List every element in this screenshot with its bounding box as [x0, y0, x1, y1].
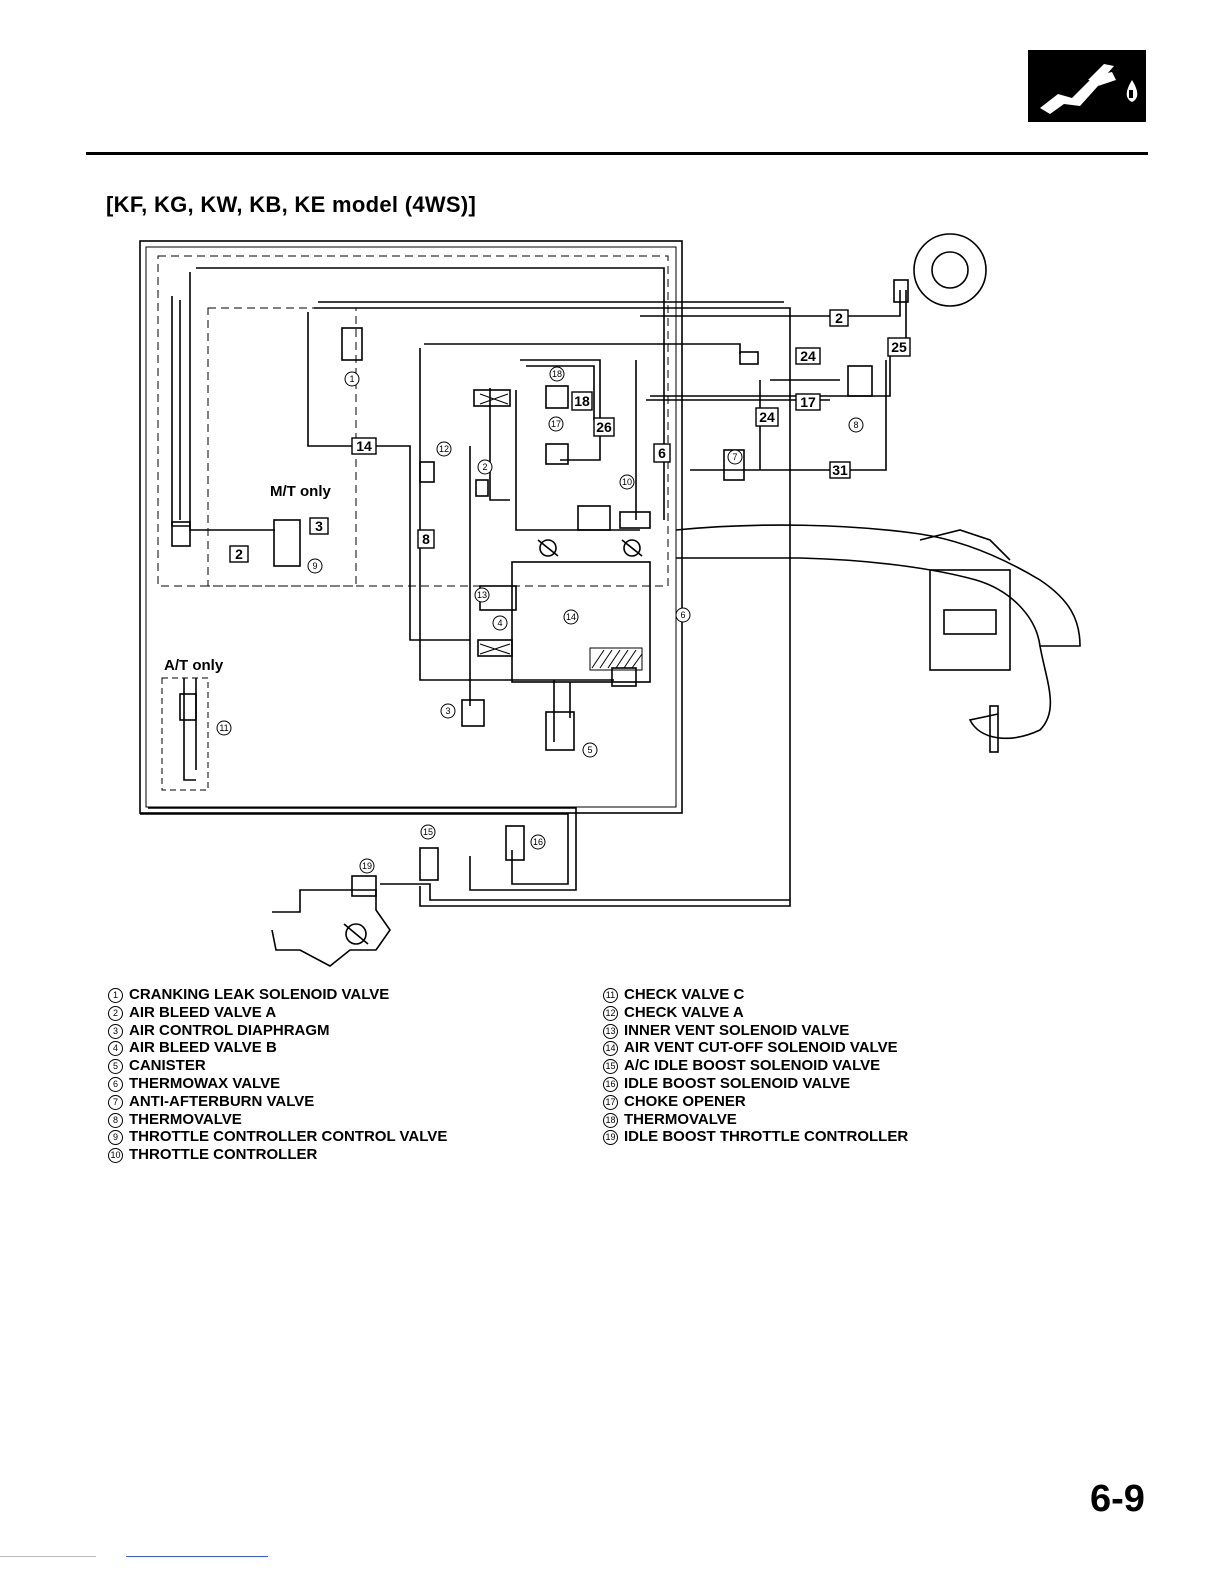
- hose-box-8: 8: [417, 529, 435, 549]
- callout-14: 14: [563, 609, 579, 625]
- component-callouts: 1 2 3 4 5 6 7 8 9 10 11 12 13 14 15 16 1…: [216, 366, 864, 874]
- callout-2: 2: [477, 459, 493, 475]
- svg-text:13: 13: [477, 590, 487, 600]
- hose-box-26: 26: [593, 417, 615, 437]
- callout-13: 13: [474, 587, 490, 603]
- svg-text:15: 15: [423, 827, 433, 837]
- hose-number: 24: [800, 348, 816, 364]
- hose-box-24b: 24: [755, 407, 779, 427]
- hose-number: 6: [658, 445, 666, 461]
- svg-text:7: 7: [732, 452, 737, 462]
- bottom-link-underline: [126, 1556, 268, 1557]
- hose-box-18: 18: [571, 391, 593, 411]
- header-rule: [86, 152, 1148, 155]
- callout-18: 18: [549, 366, 565, 382]
- hose-box-25: 25: [887, 337, 911, 357]
- svg-text:2: 2: [482, 462, 487, 472]
- callout-10: 10: [619, 474, 635, 490]
- hose-numbers: 2 3 2 14 24 17 25 24 18 26 6 31 8: [229, 309, 911, 563]
- callout-11: 11: [216, 720, 232, 736]
- callout-7: 7: [727, 449, 743, 465]
- svg-text:10: 10: [622, 477, 632, 487]
- callout-3: 3: [440, 703, 456, 719]
- svg-text:8: 8: [853, 420, 858, 430]
- hose-box-17: 17: [795, 393, 821, 411]
- hose-box-2b: 2: [229, 545, 249, 563]
- hose-number: 18: [574, 393, 590, 409]
- hose-number: 31: [832, 462, 848, 478]
- svg-text:17: 17: [551, 419, 561, 429]
- at-only-label: A/T only: [164, 657, 224, 674]
- hose-box-3: 3: [309, 517, 329, 535]
- svg-text:4: 4: [497, 618, 502, 628]
- hose-number: 14: [356, 438, 372, 454]
- hose-number: 8: [422, 531, 430, 547]
- hose-number: 26: [596, 419, 612, 435]
- callout-9: 9: [307, 558, 323, 574]
- hose-box-31: 31: [829, 461, 851, 479]
- svg-text:12: 12: [439, 444, 449, 454]
- mt-only-label: M/T only: [270, 483, 331, 500]
- svg-text:3: 3: [445, 706, 450, 716]
- callout-8: 8: [848, 417, 864, 433]
- page-number: 6-9: [1090, 1478, 1145, 1520]
- hose-number: 25: [891, 339, 907, 355]
- svg-text:14: 14: [566, 612, 576, 622]
- hose-number: 2: [835, 310, 843, 326]
- hose-box-24a: 24: [795, 347, 821, 365]
- callout-5: 5: [582, 742, 598, 758]
- svg-text:6: 6: [680, 610, 685, 620]
- svg-text:9: 9: [312, 561, 317, 571]
- callout-16: 16: [530, 834, 546, 850]
- callout-4: 4: [492, 615, 508, 631]
- hose-number: 2: [235, 546, 243, 562]
- callout-1: 1: [344, 371, 360, 387]
- hose-box-14: 14: [351, 437, 377, 455]
- svg-text:11: 11: [219, 723, 228, 733]
- hose-box-2a: 2: [829, 309, 849, 327]
- hose-number: 24: [759, 409, 775, 425]
- hose-box-6: 6: [653, 443, 671, 463]
- svg-text:5: 5: [587, 745, 592, 755]
- hose-number: 17: [800, 394, 816, 410]
- svg-text:18: 18: [552, 369, 562, 379]
- fuel-nozzle-icon: [1028, 50, 1146, 122]
- callout-19: 19: [359, 858, 375, 874]
- svg-text:1: 1: [349, 374, 354, 384]
- callout-6: 6: [675, 607, 691, 623]
- svg-text:19: 19: [362, 861, 372, 871]
- vacuum-hose-diagram: 2 3 2 14 24 17 25 24 18 26 6 31 8 M/T on…: [139, 233, 1081, 967]
- bottom-divider: [0, 1556, 96, 1557]
- diagram-title: [KF, KG, KW, KB, KE model (4WS)]: [106, 192, 477, 217]
- callout-15: 15: [420, 824, 436, 840]
- callout-12: 12: [436, 441, 452, 457]
- hose-number: 3: [315, 518, 323, 534]
- callout-17: 17: [548, 416, 564, 432]
- svg-text:16: 16: [533, 837, 543, 847]
